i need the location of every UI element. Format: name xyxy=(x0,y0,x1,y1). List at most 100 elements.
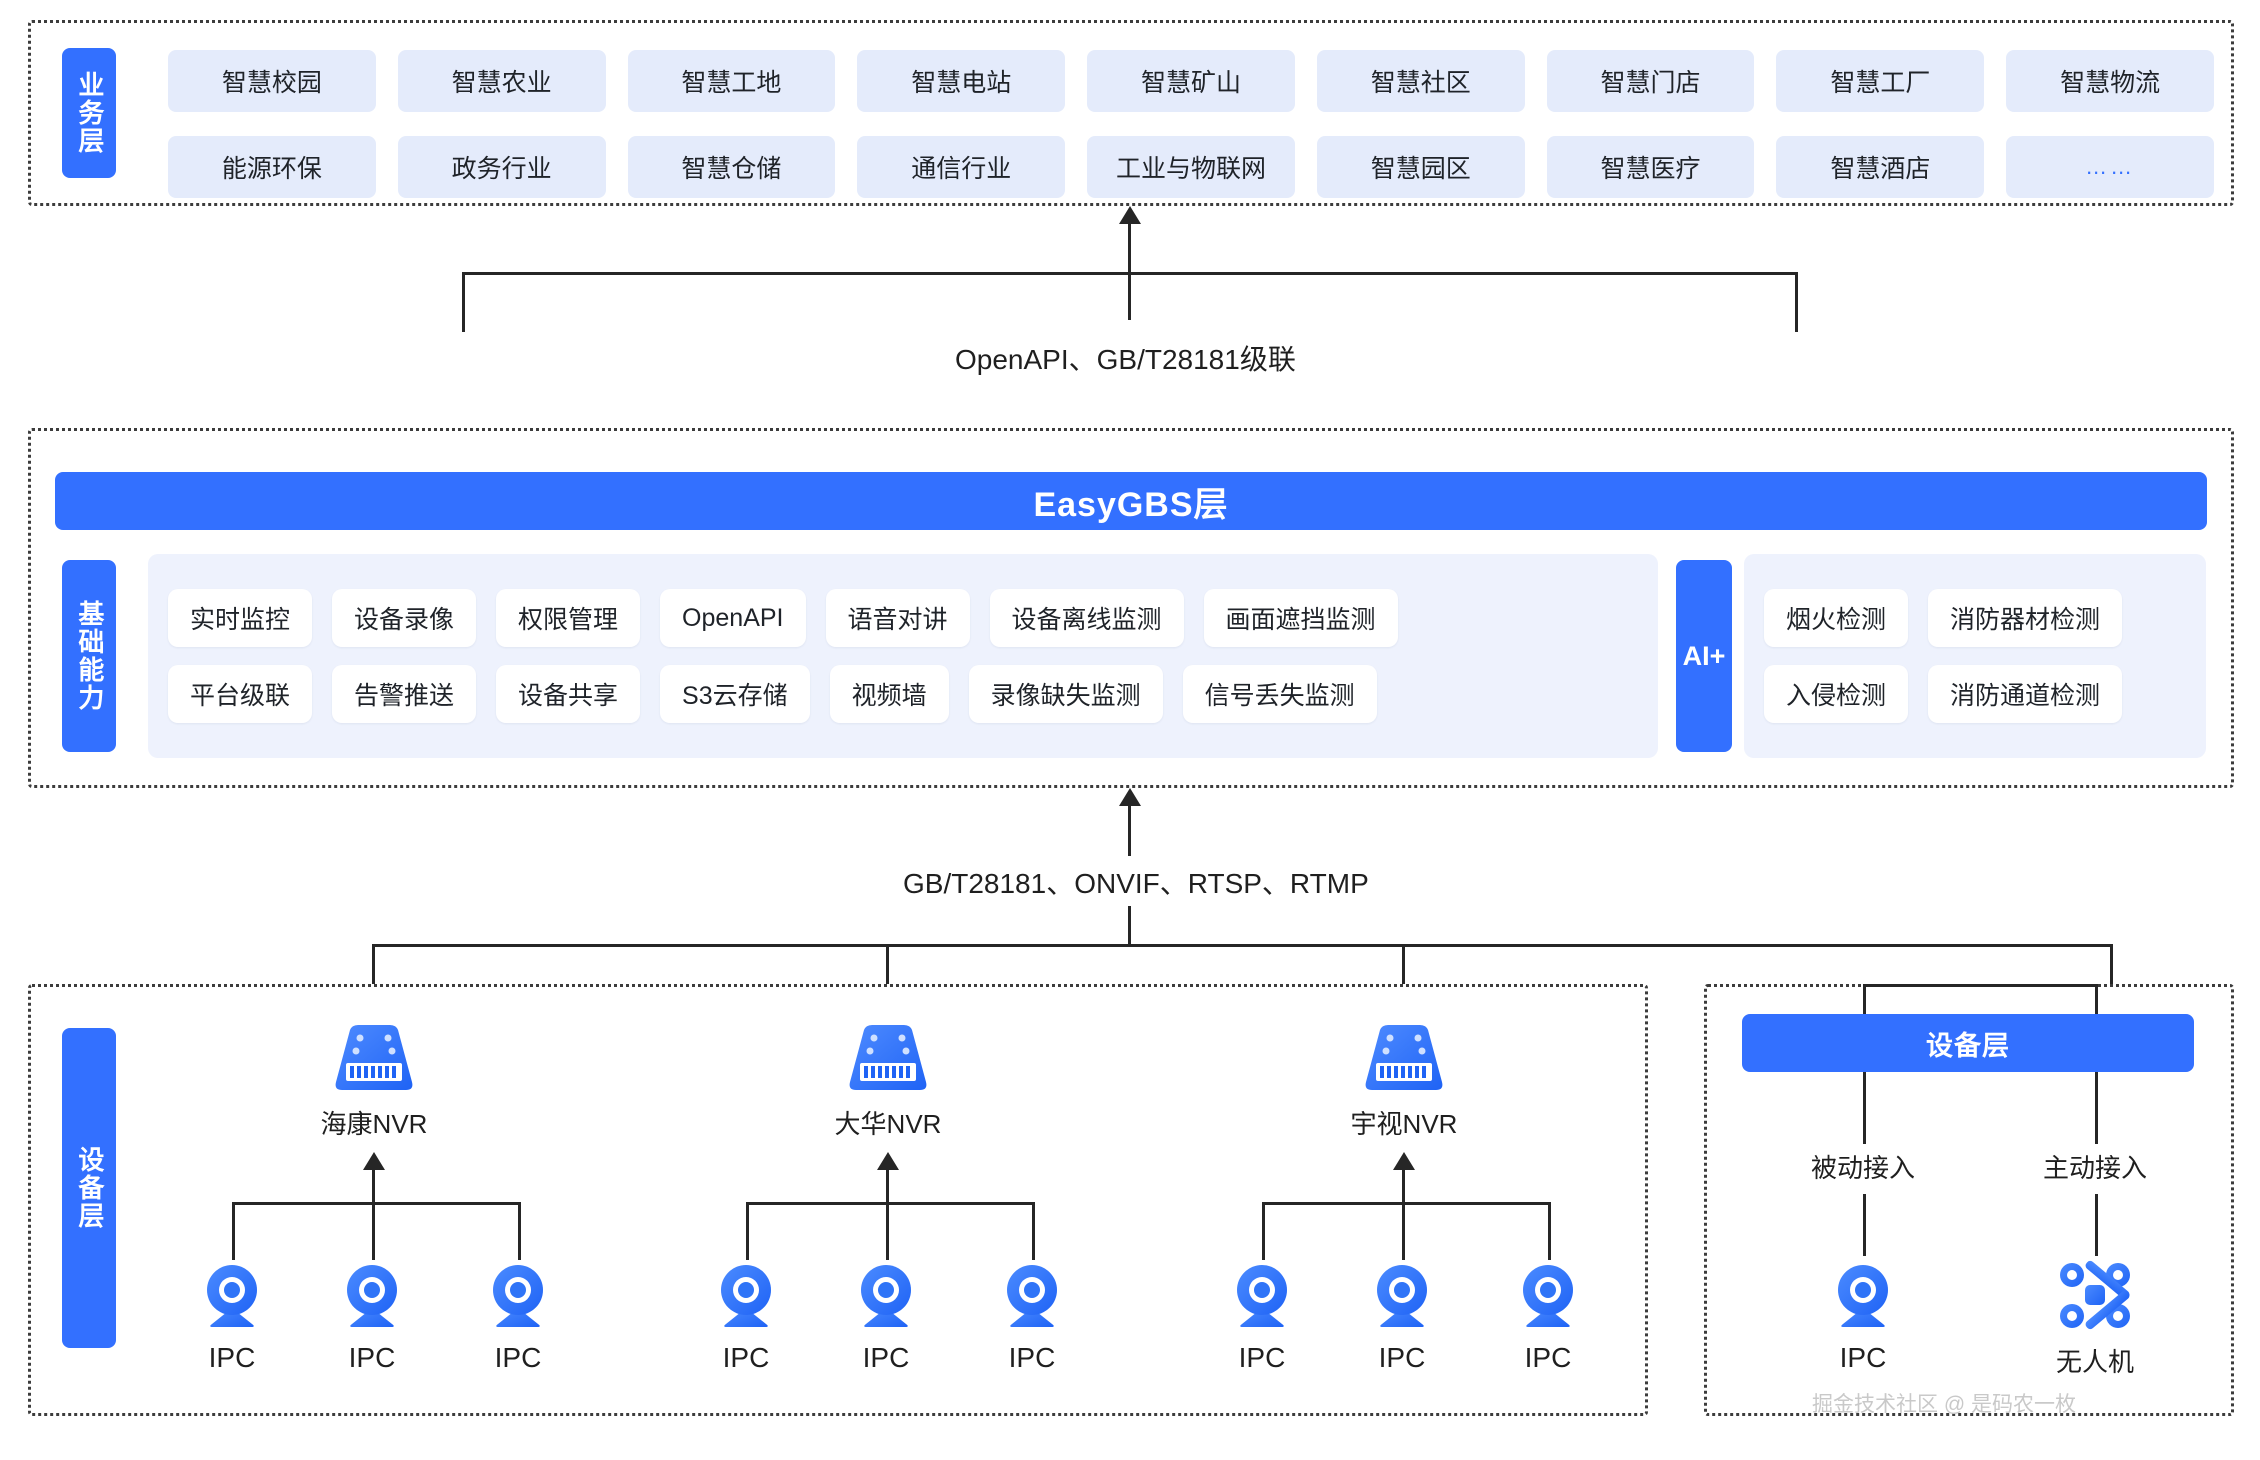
nvr-icon xyxy=(335,1025,413,1090)
active-branch-line-2 xyxy=(2095,1072,2098,1144)
passive-access-label: 被动接入 xyxy=(1810,1153,1915,1183)
business-chip[interactable]: 智慧矿山 xyxy=(1087,50,1295,112)
ipc-drop xyxy=(1548,1202,1551,1260)
nvr-branch-2 xyxy=(886,944,889,1014)
capability-row-2: 平台级联 告警推送 设备共享 S3云存储 视频墙 录像缺失监测 信号丢失监测 xyxy=(168,665,1638,723)
camera-icon xyxy=(347,1265,397,1327)
ai-capability-chip[interactable]: 烟火检测 xyxy=(1764,589,1909,647)
camera-icon xyxy=(861,1265,911,1327)
capability-chip[interactable]: 设备共享 xyxy=(496,665,641,723)
ipc-drop xyxy=(886,1202,889,1260)
nvr-3-arrow-icon xyxy=(1393,1152,1415,1170)
nvr-3-bus xyxy=(1262,1202,1550,1205)
camera-icon xyxy=(1007,1265,1057,1327)
ipc-label: IPC xyxy=(1378,1342,1426,1373)
nvr-2-bus xyxy=(746,1202,1034,1205)
capability-row-1: 实时监控 设备录像 权限管理 OpenAPI 语音对讲 设备离线监测 画面遮挡监… xyxy=(168,589,1638,647)
passive-branch-line-2 xyxy=(1863,1072,1866,1144)
business-chip[interactable]: 智慧社区 xyxy=(1316,50,1525,112)
capability-panel: 实时监控 设备录像 权限管理 OpenAPI 语音对讲 设备离线监测 画面遮挡监… xyxy=(148,554,1658,758)
business-chip[interactable]: 智慧电站 xyxy=(857,50,1066,112)
ipc-label: IPC xyxy=(862,1342,910,1373)
business-chip[interactable]: 智慧物流 xyxy=(2006,50,2214,112)
ipc-node[interactable]: IPC xyxy=(1508,1258,1588,1374)
nvr-node[interactable]: 海康NVR xyxy=(300,1022,448,1141)
ipc-node[interactable]: IPC xyxy=(1823,1258,1903,1374)
capability-chip[interactable]: 平台级联 xyxy=(168,665,313,723)
capability-chip[interactable]: 语音对讲 xyxy=(825,589,970,647)
device-right-top-bus xyxy=(1863,984,2098,987)
business-row-1: 智慧校园 智慧农业 智慧工地 智慧电站 智慧矿山 智慧社区 智慧门店 智慧工厂 … xyxy=(168,50,2214,112)
business-chip[interactable]: 智慧医疗 xyxy=(1546,136,1755,198)
business-chip[interactable]: 智慧门店 xyxy=(1546,50,1755,112)
business-chip[interactable]: 智慧校园 xyxy=(168,50,376,112)
connector-top-branch-left xyxy=(462,272,465,332)
connector-bottom-bus xyxy=(372,944,2112,947)
business-chip[interactable]: 能源环保 xyxy=(168,136,376,198)
capability-chip[interactable]: 告警推送 xyxy=(332,665,477,723)
capability-chip[interactable]: S3云存储 xyxy=(660,665,810,723)
ai-capability-chip[interactable]: 消防通道检测 xyxy=(1928,665,2123,723)
nvr-branch-3 xyxy=(1402,944,1405,1014)
business-chip[interactable]: 智慧酒店 xyxy=(1776,136,1985,198)
nvr-icon xyxy=(1365,1025,1443,1090)
capability-chip[interactable]: OpenAPI xyxy=(660,589,806,647)
capability-chip[interactable]: 实时监控 xyxy=(168,589,313,647)
ipc-drop xyxy=(372,1202,375,1260)
device-layer-right-bar[interactable]: 设备层 xyxy=(1742,1014,2194,1072)
business-chip[interactable]: 智慧仓储 xyxy=(627,136,836,198)
ipc-drop xyxy=(1402,1202,1405,1260)
nvr-label: 宇视NVR xyxy=(1350,1109,1458,1139)
business-chip[interactable]: 政务行业 xyxy=(397,136,606,198)
nvr-1-stem xyxy=(372,1170,375,1204)
ipc-node[interactable]: IPC xyxy=(192,1258,272,1374)
connector-top-arrow-icon xyxy=(1119,206,1141,224)
ipc-node[interactable]: IPC xyxy=(706,1258,786,1374)
capability-chip[interactable]: 设备离线监测 xyxy=(989,589,1184,647)
drone-node[interactable]: 无人机 xyxy=(2047,1258,2143,1379)
ipc-drop xyxy=(518,1202,521,1260)
business-chip[interactable]: 通信行业 xyxy=(857,136,1066,198)
ipc-drop xyxy=(746,1202,749,1260)
capability-chip[interactable]: 权限管理 xyxy=(496,589,641,647)
connector-bottom-drop xyxy=(1128,906,1131,946)
watermark: 掘金技术社区 @ 是码农一枚 xyxy=(1812,1393,2076,1416)
ai-capability-chip[interactable]: 入侵检测 xyxy=(1764,665,1909,723)
ipc-node[interactable]: IPC xyxy=(1222,1258,1302,1374)
business-row-2: 能源环保 政务行业 智慧仓储 通信行业 工业与物联网 智慧园区 智慧医疗 智慧酒… xyxy=(168,136,2214,198)
ai-plus-badge[interactable]: AI+ xyxy=(1676,560,1732,752)
capability-chip[interactable]: 录像缺失监测 xyxy=(968,665,1163,723)
nvr-1-arrow-icon xyxy=(363,1152,385,1170)
capability-chip[interactable]: 画面遮挡监测 xyxy=(1203,589,1398,647)
ipc-label: IPC xyxy=(348,1342,396,1373)
nvr-icon xyxy=(849,1025,927,1090)
business-chip[interactable]: 智慧工地 xyxy=(627,50,836,112)
ipc-node[interactable]: IPC xyxy=(846,1258,926,1374)
capability-chip[interactable]: 设备录像 xyxy=(332,589,477,647)
capability-chip[interactable]: 信号丢失监测 xyxy=(1182,665,1377,723)
ipc-node[interactable]: IPC xyxy=(478,1258,558,1374)
nvr-node[interactable]: 大华NVR xyxy=(814,1022,962,1141)
ai-capability-chip[interactable]: 消防器材检测 xyxy=(1928,589,2123,647)
ipc-drop xyxy=(1032,1202,1035,1260)
capability-chip[interactable]: 视频墙 xyxy=(829,665,949,723)
business-chip[interactable]: 工业与物联网 xyxy=(1087,136,1295,198)
camera-icon xyxy=(1523,1265,1573,1327)
camera-icon xyxy=(1838,1265,1888,1327)
nvr-1-bus xyxy=(232,1202,520,1205)
ipc-node[interactable]: IPC xyxy=(992,1258,1072,1374)
nvr-node[interactable]: 宇视NVR xyxy=(1330,1022,1478,1141)
ipc-label: IPC xyxy=(208,1342,256,1373)
easygbs-bar[interactable]: EasyGBS层 xyxy=(55,472,2207,530)
device-layer-left-label: 设备层 xyxy=(62,1028,116,1348)
ipc-label: IPC xyxy=(1008,1342,1056,1373)
ipc-node[interactable]: IPC xyxy=(332,1258,412,1374)
ipc-node[interactable]: IPC xyxy=(1362,1258,1442,1374)
business-chip-more[interactable]: …… xyxy=(2006,136,2214,198)
passive-branch-line xyxy=(1863,984,1866,1014)
business-chip[interactable]: 智慧农业 xyxy=(397,50,606,112)
business-chip[interactable]: 智慧工厂 xyxy=(1776,50,1985,112)
ipc-drop xyxy=(232,1202,235,1260)
business-chip[interactable]: 智慧园区 xyxy=(1316,136,1525,198)
